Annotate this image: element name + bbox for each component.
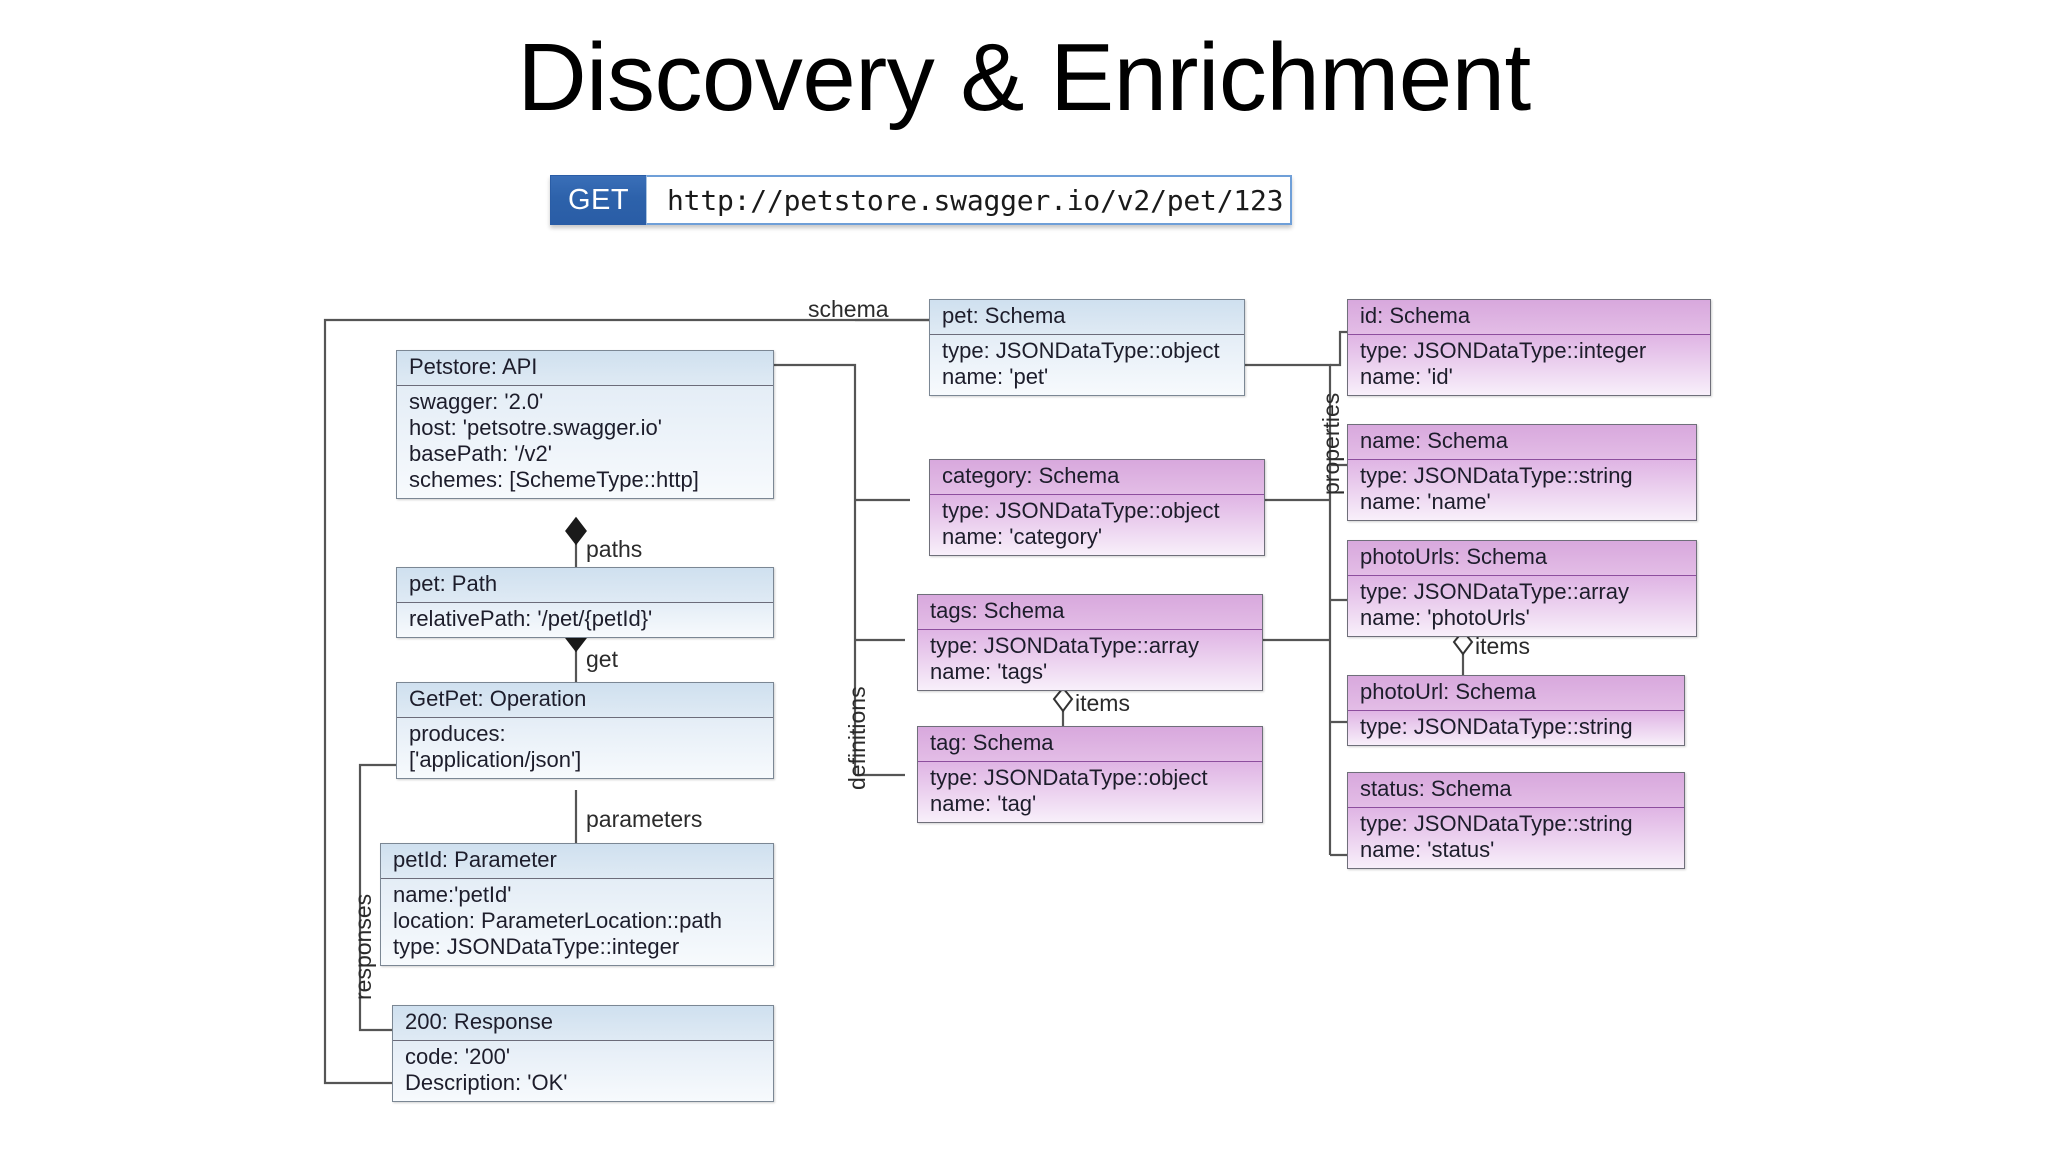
box-photourl-schema[interactable]: photoUrl: Schema type: JSONDataType::str…: [1347, 675, 1685, 746]
box-petstore-api[interactable]: Petstore: API swagger: '2.0' host: 'pets…: [396, 350, 774, 499]
edge-label-definitions: definitions: [844, 686, 870, 790]
box-line: name: 'category': [942, 523, 1103, 549]
box-line: name:'petId': [393, 881, 512, 907]
diamond-paths: [565, 516, 587, 546]
wire-properties-id: [1330, 330, 1348, 367]
box-getpet-operation[interactable]: GetPet: Operation produces: ['applicatio…: [396, 682, 774, 779]
http-method-badge[interactable]: GET: [550, 175, 646, 225]
box-title: tag: Schema: [918, 727, 1262, 762]
edge-label-parameters: parameters: [586, 806, 703, 832]
box-title: tags: Schema: [918, 595, 1262, 630]
edge-label-responses: responses: [350, 893, 376, 1000]
edge-label-properties: properties: [1318, 392, 1344, 495]
box-body: type: JSONDataType::string name: 'status…: [1348, 807, 1684, 868]
box-response-200[interactable]: 200: Response code: '200' Description: '…: [392, 1005, 774, 1102]
box-title: category: Schema: [930, 460, 1264, 495]
box-title: petId: Parameter: [381, 844, 773, 879]
box-body: type: JSONDataType::integer name: 'id': [1348, 334, 1710, 395]
box-line: type: JSONDataType::integer: [1360, 337, 1647, 363]
box-line: Description: 'OK': [405, 1069, 568, 1095]
box-line: name: 'id': [1360, 363, 1453, 389]
box-body: name:'petId' location: ParameterLocation…: [381, 878, 773, 965]
box-title: name: Schema: [1348, 425, 1696, 460]
edge-label-schema: schema: [808, 296, 889, 322]
edge-label-get: get: [586, 646, 618, 672]
box-line: type: JSONDataType::integer: [393, 933, 680, 959]
box-line: type: JSONDataType::array: [930, 632, 1199, 658]
box-title: GetPet: Operation: [397, 683, 773, 718]
box-line: name: 'photoUrls': [1360, 604, 1530, 630]
box-title: photoUrl: Schema: [1348, 676, 1684, 711]
edge-label-items-tags: items: [1075, 690, 1130, 716]
box-tags-schema[interactable]: tags: Schema type: JSONDataType::array n…: [917, 594, 1263, 691]
box-pet-schema[interactable]: pet: Schema type: JSONDataType::object n…: [929, 299, 1245, 396]
box-body: type: JSONDataType::string: [1348, 710, 1684, 745]
wire-definitions-rail: [769, 363, 857, 775]
box-line: name: 'tag': [930, 790, 1037, 816]
box-body: type: JSONDataType::string name: 'name': [1348, 459, 1696, 520]
box-line: name: 'pet': [942, 363, 1049, 389]
box-line: type: JSONDataType::array: [1360, 578, 1629, 604]
page-title: Discovery & Enrichment: [517, 24, 1531, 131]
box-line: basePath: '/v2': [409, 440, 552, 466]
box-line: type: JSONDataType::object: [942, 337, 1220, 363]
box-title: photoUrls: Schema: [1348, 541, 1696, 576]
box-body: swagger: '2.0' host: 'petsotre.swagger.i…: [397, 385, 773, 498]
box-body: type: JSONDataType::object name: 'catego…: [930, 494, 1264, 555]
box-line: type: JSONDataType::object: [930, 764, 1208, 790]
box-body: code: '200' Description: 'OK': [393, 1040, 773, 1101]
box-tag-schema[interactable]: tag: Schema type: JSONDataType::object n…: [917, 726, 1263, 823]
box-body: relativePath: '/pet/{petId}': [397, 602, 773, 637]
box-line: swagger: '2.0': [409, 388, 544, 414]
box-name-schema[interactable]: name: Schema type: JSONDataType::string …: [1347, 424, 1697, 521]
box-title: 200: Response: [393, 1006, 773, 1041]
edge-label-items-photourls: items: [1475, 633, 1530, 659]
box-title: id: Schema: [1348, 300, 1710, 335]
box-title: pet: Schema: [930, 300, 1244, 335]
edge-label-paths: paths: [586, 536, 643, 562]
box-body: type: JSONDataType::object name: 'pet': [930, 334, 1244, 395]
box-body: type: JSONDataType::object name: 'tag': [918, 761, 1262, 822]
box-line: type: JSONDataType::string: [1360, 462, 1633, 488]
box-pet-path[interactable]: pet: Path relativePath: '/pet/{petId}': [396, 567, 774, 638]
box-petid-parameter[interactable]: petId: Parameter name:'petId' location: …: [380, 843, 774, 966]
box-line: ['application/json']: [409, 746, 582, 772]
box-line: name: 'status': [1360, 836, 1495, 862]
box-line: host: 'petsotre.swagger.io': [409, 414, 662, 440]
box-title: Petstore: API: [397, 351, 773, 386]
box-body: type: JSONDataType::array name: 'photoUr…: [1348, 575, 1696, 636]
box-line: produces:: [409, 720, 506, 746]
box-line: location: ParameterLocation::path: [393, 907, 722, 933]
box-line: type: JSONDataType::object: [942, 497, 1220, 523]
box-line: name: 'tags': [930, 658, 1048, 684]
box-id-schema[interactable]: id: Schema type: JSONDataType::integer n…: [1347, 299, 1711, 396]
box-line: code: '200': [405, 1043, 511, 1069]
box-title: pet: Path: [397, 568, 773, 603]
box-photourls-schema[interactable]: photoUrls: Schema type: JSONDataType::ar…: [1347, 540, 1697, 637]
request-url-bar: GET http://petstore.swagger.io/v2/pet/12…: [550, 175, 1292, 225]
box-category-schema[interactable]: category: Schema type: JSONDataType::obj…: [929, 459, 1265, 556]
box-body: produces: ['application/json']: [397, 717, 773, 778]
box-body: type: JSONDataType::array name: 'tags': [918, 629, 1262, 690]
box-title: status: Schema: [1348, 773, 1684, 808]
box-line: name: 'name': [1360, 488, 1491, 514]
box-line: relativePath: '/pet/{petId}': [409, 605, 653, 631]
diamond-items-tags: [1052, 686, 1074, 713]
url-input[interactable]: http://petstore.swagger.io/v2/pet/123: [646, 175, 1292, 225]
box-line: schemes: [SchemeType::http]: [409, 466, 699, 492]
box-line: type: JSONDataType::string: [1360, 713, 1633, 739]
box-status-schema[interactable]: status: Schema type: JSONDataType::strin…: [1347, 772, 1685, 869]
box-line: type: JSONDataType::string: [1360, 810, 1633, 836]
